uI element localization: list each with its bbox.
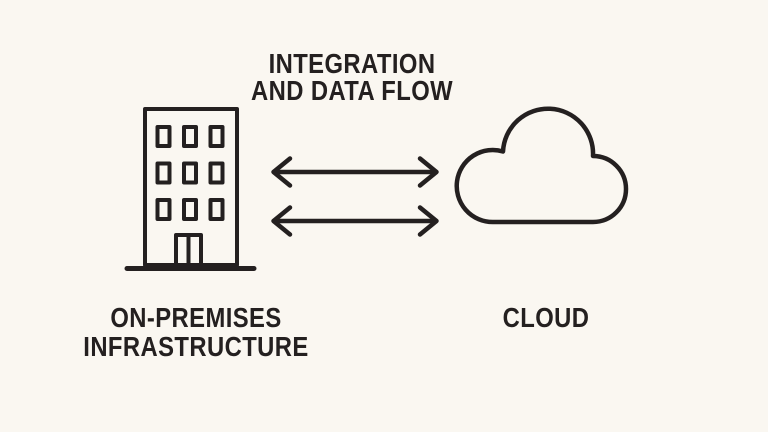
double-arrow-top-icon	[271, 156, 439, 188]
building-window	[208, 198, 225, 221]
building-window	[155, 125, 172, 148]
building-window	[208, 161, 225, 185]
double-arrow-bottom-icon	[271, 205, 439, 237]
building-window	[208, 125, 225, 148]
cloud-icon	[454, 106, 629, 225]
on-premises-label: ON-PREMISES INFRASTRUCTURE	[83, 303, 308, 361]
diagram-title-line-1: INTEGRATION	[268, 48, 436, 79]
cloud-label: CLOUD	[502, 302, 590, 333]
on-premises-label-line-1: ON-PREMISES	[110, 302, 282, 333]
building-window	[182, 125, 198, 148]
on-premises-label-line-2: INFRASTRUCTURE	[83, 331, 309, 362]
diagram-title: INTEGRATION AND DATA FLOW	[250, 48, 454, 106]
building-window	[155, 161, 172, 185]
building-icon	[124, 107, 257, 271]
building-window	[182, 161, 198, 185]
diagram-title-line-2: AND DATA FLOW	[250, 75, 454, 106]
building-window	[155, 198, 172, 221]
building-window	[182, 198, 198, 221]
